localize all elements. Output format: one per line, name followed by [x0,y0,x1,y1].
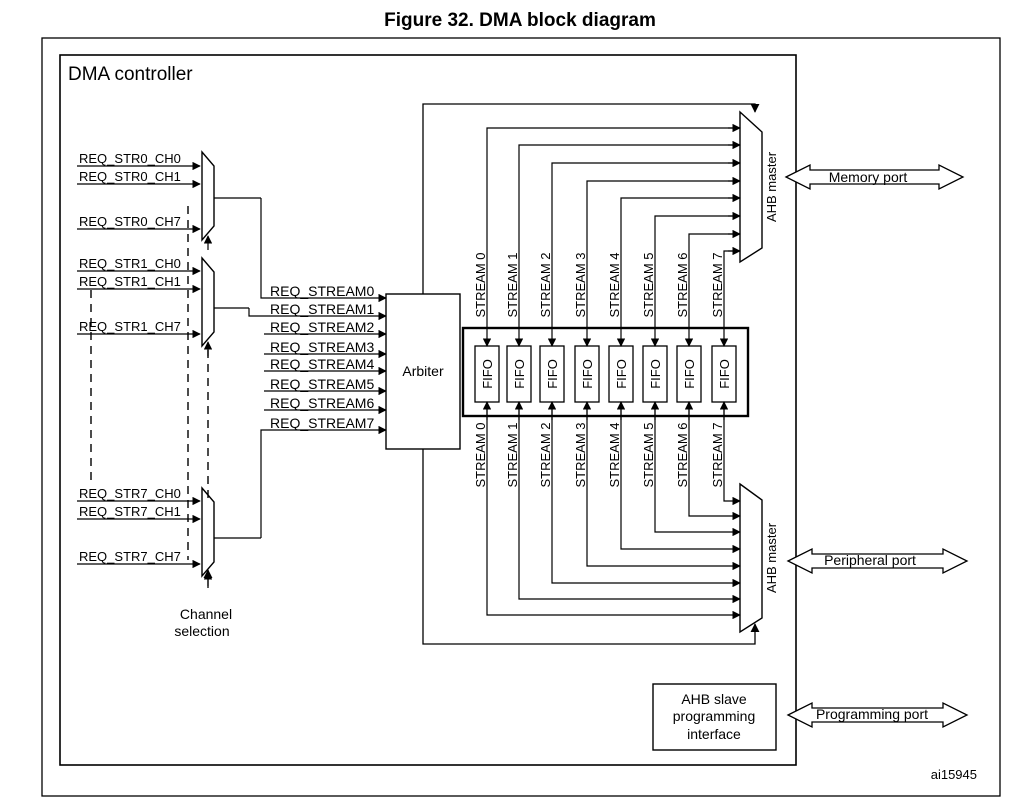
fifo-6 [676,345,702,403]
fifo-label-7: FIFO [717,359,732,389]
arbiter-label: Arbiter [402,363,444,379]
req-stream-label-6: REQ_STREAM6 [270,395,374,411]
stream-lower-2 [551,402,741,588]
stream-label-top-4: STREAM 4 [607,252,622,317]
fifo-label-2: FIFO [545,359,560,389]
bus-join-1 [248,308,264,317]
req-stream-label-5: REQ_STREAM5 [270,376,374,392]
fifo-7 [711,345,737,403]
input-label-str0-1: REQ_STR0_CH1 [79,169,181,184]
input-label-str7-2: REQ_STR7_CH7 [79,549,181,564]
stream-label-bottom-5: STREAM 5 [641,422,656,487]
stream-lower-7 [723,402,741,506]
channel-selection-line1: Channel [180,606,232,622]
stream-upper-4 [616,197,740,347]
input-label-str7-0: REQ_STR7_CH0 [79,486,181,501]
ahb-master-memory-label: AHB master [764,151,779,222]
fifo-label-4: FIFO [614,359,629,389]
mux-str7 [201,486,215,578]
stream-lower-6 [688,402,741,521]
peripheral-port-arrow [786,547,969,575]
stream-label-bottom-4: STREAM 4 [607,422,622,487]
stream-upper-5 [650,215,740,347]
fifo-label-0: FIFO [480,359,495,389]
stream-label-top-7: STREAM 7 [710,252,725,317]
programming-port-label: Programming port [816,706,928,722]
dma-controller-box [59,54,797,766]
stream-lower-0 [486,402,741,620]
ahb-master-memory [739,110,763,264]
input-label-str1-1: REQ_STR1_CH1 [79,274,181,289]
ahb-slave-line1: AHB slave [681,691,747,707]
stream-upper-2 [547,162,740,347]
req-stream-label-2: REQ_STREAM2 [270,319,374,335]
stream-label-top-2: STREAM 2 [538,252,553,317]
port-arrows [784,163,969,729]
channel-selection-line2: selection [174,623,229,639]
stream-label-bottom-0: STREAM 0 [473,422,488,487]
stream-upper-6 [684,233,740,347]
stream-label-top-0: STREAM 0 [473,252,488,317]
stream-upper-1 [514,144,740,347]
stream-lines: STREAM 0 STREAM 0 STREAM 1 STREAM 1 STREAM 2… [473,123,741,620]
input-label-str0-2: REQ_STR0_CH7 [79,214,181,229]
stream-lower-3 [586,402,741,571]
stream-label-top-1: STREAM 1 [505,252,520,317]
arbiter-to-per-master [422,449,760,645]
fifo-0 [474,345,500,403]
figure-title: Figure 32. DMA block diagram [384,10,656,31]
fifo-cells: FIFO FIFO FIFO FIFO FIFO FIFO FIFO FIFO [474,345,737,403]
stream-label-bottom-1: STREAM 1 [505,422,520,487]
memory-port-label: Memory port [829,169,908,185]
stream-lower-5 [654,402,741,537]
stream-label-bottom-2: STREAM 2 [538,422,553,487]
stream-label-top-5: STREAM 5 [641,252,656,317]
channel-muxes: REQ_STR0_CH0REQ_STR0_CH1REQ_STR0_CH7REQ_… [77,150,261,586]
memory-port-arrow [784,163,965,191]
req-stream-label-1: REQ_STREAM1 [270,301,374,317]
stream-label-top-6: STREAM 6 [675,252,690,317]
mux-str0 [201,150,215,242]
input-label-str1-2: REQ_STR1_CH7 [79,319,181,334]
fifo-bank [461,326,750,418]
input-label-str1-0: REQ_STR1_CH0 [79,256,181,271]
input-label-str7-1: REQ_STR7_CH1 [79,504,181,519]
figure-id: ai15945 [931,767,977,782]
fifo-label-5: FIFO [648,359,663,389]
stream-upper-3 [582,180,740,347]
stream-label-bottom-7: STREAM 7 [710,422,725,487]
ahb-slave-line2: programming [673,708,755,724]
stream-label-top-3: STREAM 3 [573,252,588,317]
mux-str1 [201,256,215,348]
input-label-str0-0: REQ_STR0_CH0 [79,151,181,166]
stream-lower-4 [620,402,741,554]
arbiter-to-mem-master [422,103,760,294]
stream-label-bottom-6: STREAM 6 [675,422,690,487]
outer-frame [41,37,1001,797]
ahb-master-peripheral [739,482,763,634]
ahb-slave-line3: interface [687,726,741,742]
req-stream-label-7: REQ_STREAM7 [270,415,374,431]
bus-join-7 [260,429,264,538]
req-stream-label-4: REQ_STREAM4 [270,356,374,372]
fifo-label-1: FIFO [512,359,527,389]
ahb-slave-box [652,683,777,751]
stream-upper-0 [482,127,740,347]
peripheral-port-label: Peripheral port [824,552,916,568]
req-stream-lines: REQ_STREAM0REQ_STREAM1REQ_STREAM2REQ_STR… [248,198,387,538]
arbiter-box [385,293,461,450]
ahb-master-peripheral-label: AHB master [764,522,779,593]
fifo-label-6: FIFO [682,359,697,389]
req-stream-label-0: REQ_STREAM0 [270,283,374,299]
dma-controller-label: DMA controller [68,64,193,85]
req-stream-label-3: REQ_STREAM3 [270,339,374,355]
programming-port-arrow [786,701,969,729]
bus-join-0 [260,198,264,299]
fifo-label-3: FIFO [580,359,595,389]
stream-label-bottom-3: STREAM 3 [573,422,588,487]
stream-lower-1 [518,402,741,604]
